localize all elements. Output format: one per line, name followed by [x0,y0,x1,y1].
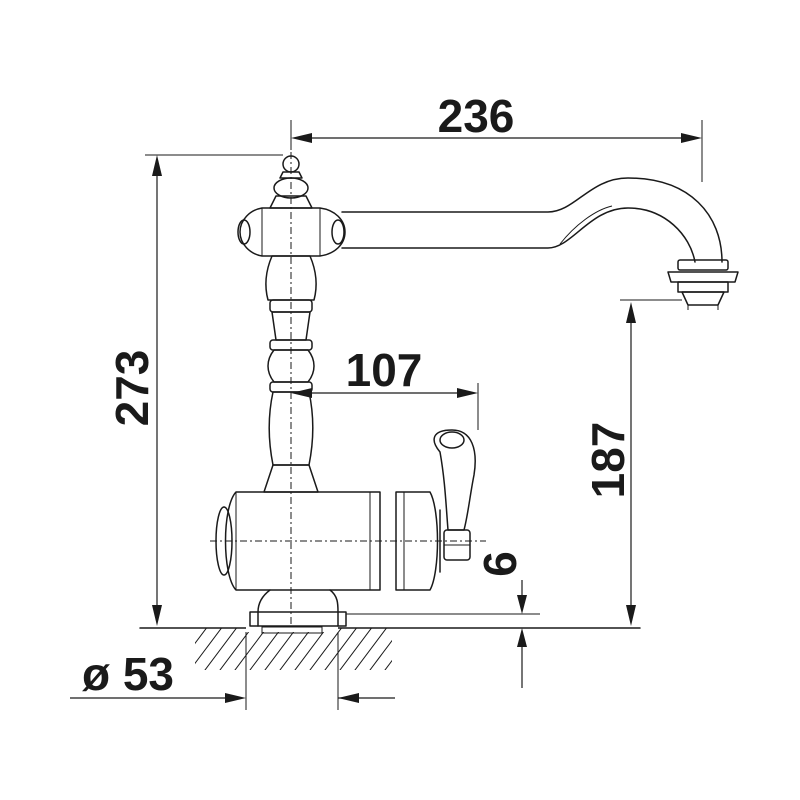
countertop-hatching [195,628,392,670]
spout-highlight [559,205,613,245]
countertop [139,626,641,670]
base-diameter-label: ø 53 [82,648,174,700]
lever-handle [433,429,476,561]
aerator [667,259,739,310]
dimension-base-thickness: 6 [346,551,540,688]
spout [341,177,723,263]
mounting-plate [261,626,323,634]
dimension-lever-reach: 107 [291,344,479,430]
dimension-spout-reach: 236 [290,90,703,182]
total-height-label: 273 [106,350,158,427]
dimension-base-diameter: ø 53 [70,632,395,710]
base-neck [249,589,347,627]
base-thickness-label: 6 [474,551,526,577]
dimension-spout-height: 187 [582,299,682,626]
cross-piece [237,207,346,257]
dimension-total-height: 273 [106,154,283,626]
spout-reach-label: 236 [438,90,515,142]
spout-height-label: 187 [582,422,634,499]
lever-reach-label: 107 [346,344,423,396]
faucet [210,152,739,627]
